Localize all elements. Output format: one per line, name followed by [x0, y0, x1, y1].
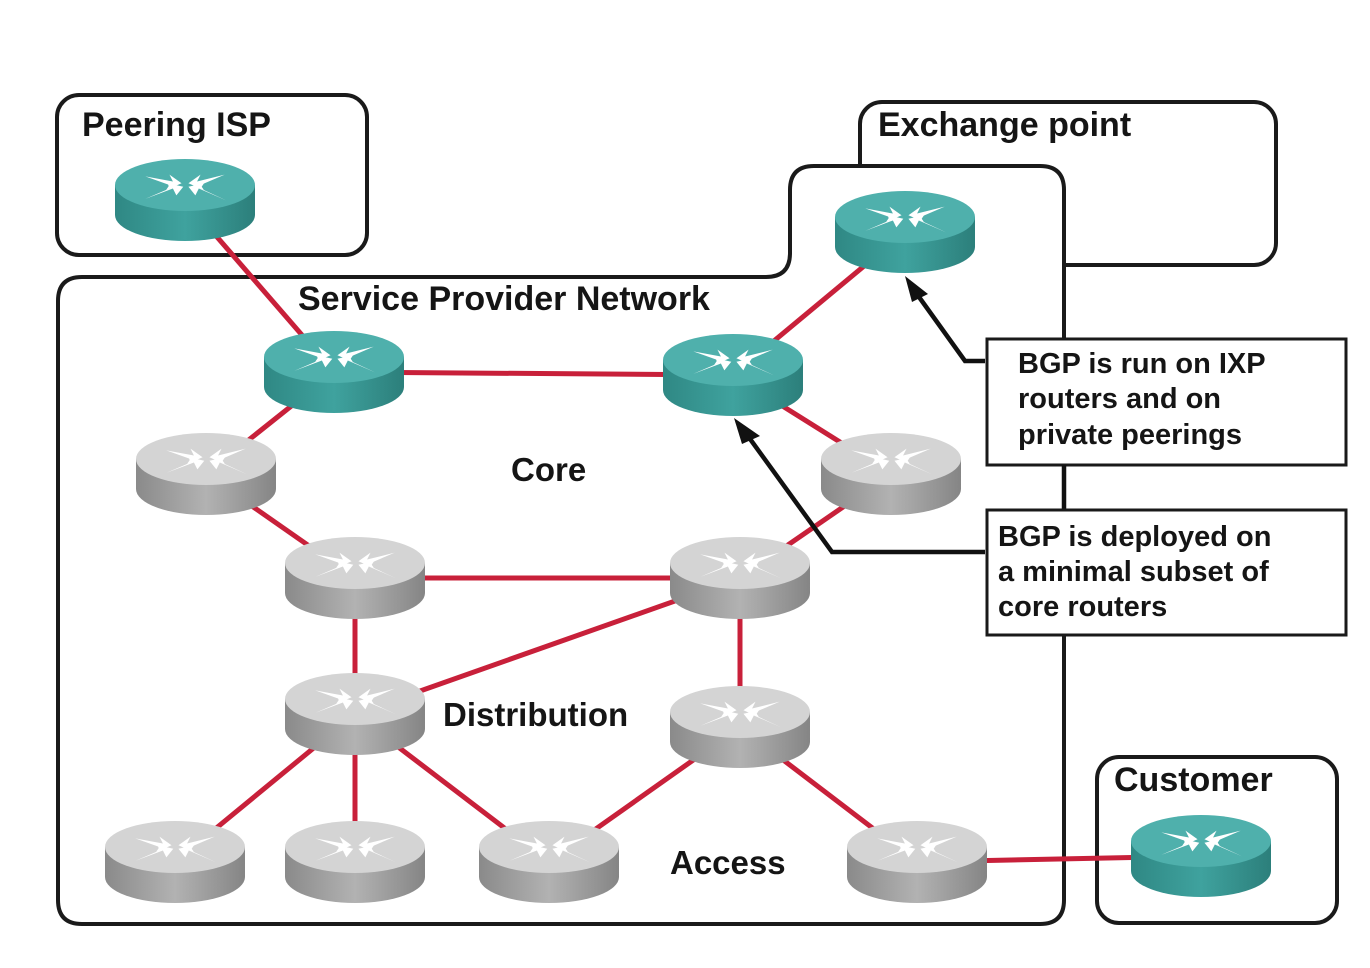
router-dist-left[interactable] — [285, 673, 425, 755]
router-core-mid-right[interactable] — [670, 537, 810, 619]
service-provider-title: Service Provider Network — [298, 280, 710, 318]
router-sp-border-left[interactable] — [264, 331, 404, 413]
tier-label-access: Access — [670, 844, 786, 881]
router-customer-router[interactable] — [1131, 815, 1271, 897]
peering-isp-title: Peering ISP — [82, 106, 271, 144]
router-top — [285, 673, 425, 725]
callout-ixp-box — [985, 337, 1348, 467]
router-top — [479, 821, 619, 873]
callout-core-line-3: core routers — [998, 591, 1167, 623]
routers-layer — [105, 159, 1271, 903]
callout-core-pointer — [743, 430, 985, 555]
router-top — [285, 537, 425, 589]
router-top — [136, 433, 276, 485]
service-provider-region: Service Provider Network — [56, 164, 1066, 926]
router-top — [835, 191, 975, 243]
router-top — [670, 686, 810, 738]
callout-core-text: BGP is deployed on a minimal subset of c… — [998, 521, 1279, 623]
router-top — [663, 334, 803, 386]
callout-ixp-pointer — [912, 288, 985, 364]
router-top — [105, 821, 245, 873]
callout-core-arrowhead — [734, 418, 760, 444]
router-access-3[interactable] — [479, 821, 619, 903]
router-dist-right[interactable] — [670, 686, 810, 768]
tier-label-distribution: Distribution — [443, 696, 628, 733]
callout-ixp-line-1: BGP is run on IXP — [1018, 348, 1265, 380]
router-access-1[interactable] — [105, 821, 245, 903]
router-top — [670, 537, 810, 589]
callout-core-box — [985, 508, 1348, 637]
router-top — [1131, 815, 1271, 867]
router-core-right[interactable] — [821, 433, 961, 515]
callout-ixp-line-2: routers and on — [1018, 383, 1221, 415]
router-access-4[interactable] — [847, 821, 987, 903]
callout-ixp-line-3: private peerings — [1018, 419, 1242, 451]
customer-title: Customer — [1114, 761, 1273, 799]
router-top — [285, 821, 425, 873]
callout-ixp-arrowhead — [905, 276, 928, 302]
callout-core: BGP is deployed on a minimal subset of c… — [734, 418, 1348, 637]
router-peering-isp-router[interactable] — [115, 159, 255, 241]
callout-core-line-1: BGP is deployed on — [998, 521, 1271, 553]
callout-ixp: BGP is run on IXP routers and on private… — [905, 276, 1348, 467]
router-top — [264, 331, 404, 383]
router-core-mid-left[interactable] — [285, 537, 425, 619]
callout-core-line-2: a minimal subset of — [998, 556, 1269, 588]
router-access-2[interactable] — [285, 821, 425, 903]
callout-ixp-text: BGP is run on IXP routers and on private… — [1018, 348, 1273, 451]
router-exchange-router[interactable] — [835, 191, 975, 273]
router-top — [821, 433, 961, 485]
tier-label-core: Core — [511, 451, 586, 488]
router-core-left[interactable] — [136, 433, 276, 515]
router-top — [115, 159, 255, 211]
exchange-point-title: Exchange point — [878, 106, 1131, 144]
router-top — [847, 821, 987, 873]
router-sp-border-right[interactable] — [663, 334, 803, 416]
